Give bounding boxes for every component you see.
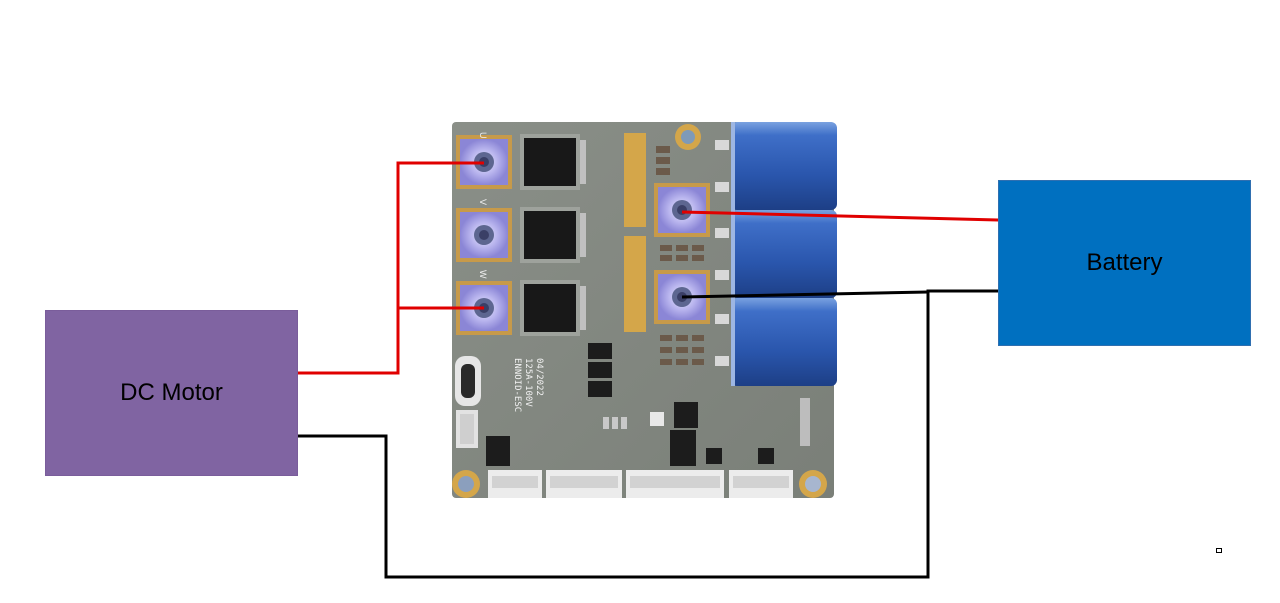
mounting-hole-top [675, 124, 701, 150]
battery-negative-wire [681, 290, 929, 299]
mounting-hole-bottom-left [452, 470, 480, 498]
phase-label-u: U [478, 132, 488, 139]
battery-block: Battery [998, 180, 1251, 346]
mosfet-row-u [520, 134, 586, 190]
usb-c-port [455, 356, 481, 406]
phase-pad-v [456, 208, 512, 262]
esc-board: U V W [452, 122, 837, 498]
mosfet-row-w [520, 280, 586, 336]
battery-positive-wire [681, 210, 999, 222]
mounting-hole-bottom-right [799, 470, 827, 498]
small-square-marker [1216, 548, 1222, 553]
mosfet-row-v [520, 207, 586, 263]
silk-model: ENNOID-ESC [512, 358, 522, 412]
gate-driver-ics [486, 343, 774, 466]
phase-label-v: V [478, 199, 488, 205]
silk-rating: 125A-100V [523, 358, 533, 407]
silk-date: 04/2022 [534, 358, 544, 396]
battery-positive-pad [654, 183, 710, 237]
ceramic-capacitors [656, 146, 704, 365]
dc-motor-block: DC Motor [45, 310, 298, 476]
small-components [456, 398, 810, 448]
shunt-resistor-top [624, 133, 646, 227]
battery-label: Battery [1086, 249, 1163, 276]
shunt-resistor-bottom [624, 236, 646, 332]
motor-return-wire [298, 289, 998, 579]
dc-motor-label: DC Motor [120, 379, 223, 406]
jst-connectors [488, 470, 793, 498]
motor-phase-wires [298, 161, 484, 375]
bulk-capacitors [715, 122, 837, 386]
board-silkscreen: ENNOID-ESC 125A-100V 04/2022 [512, 358, 544, 412]
phase-label-w: W [478, 270, 488, 279]
